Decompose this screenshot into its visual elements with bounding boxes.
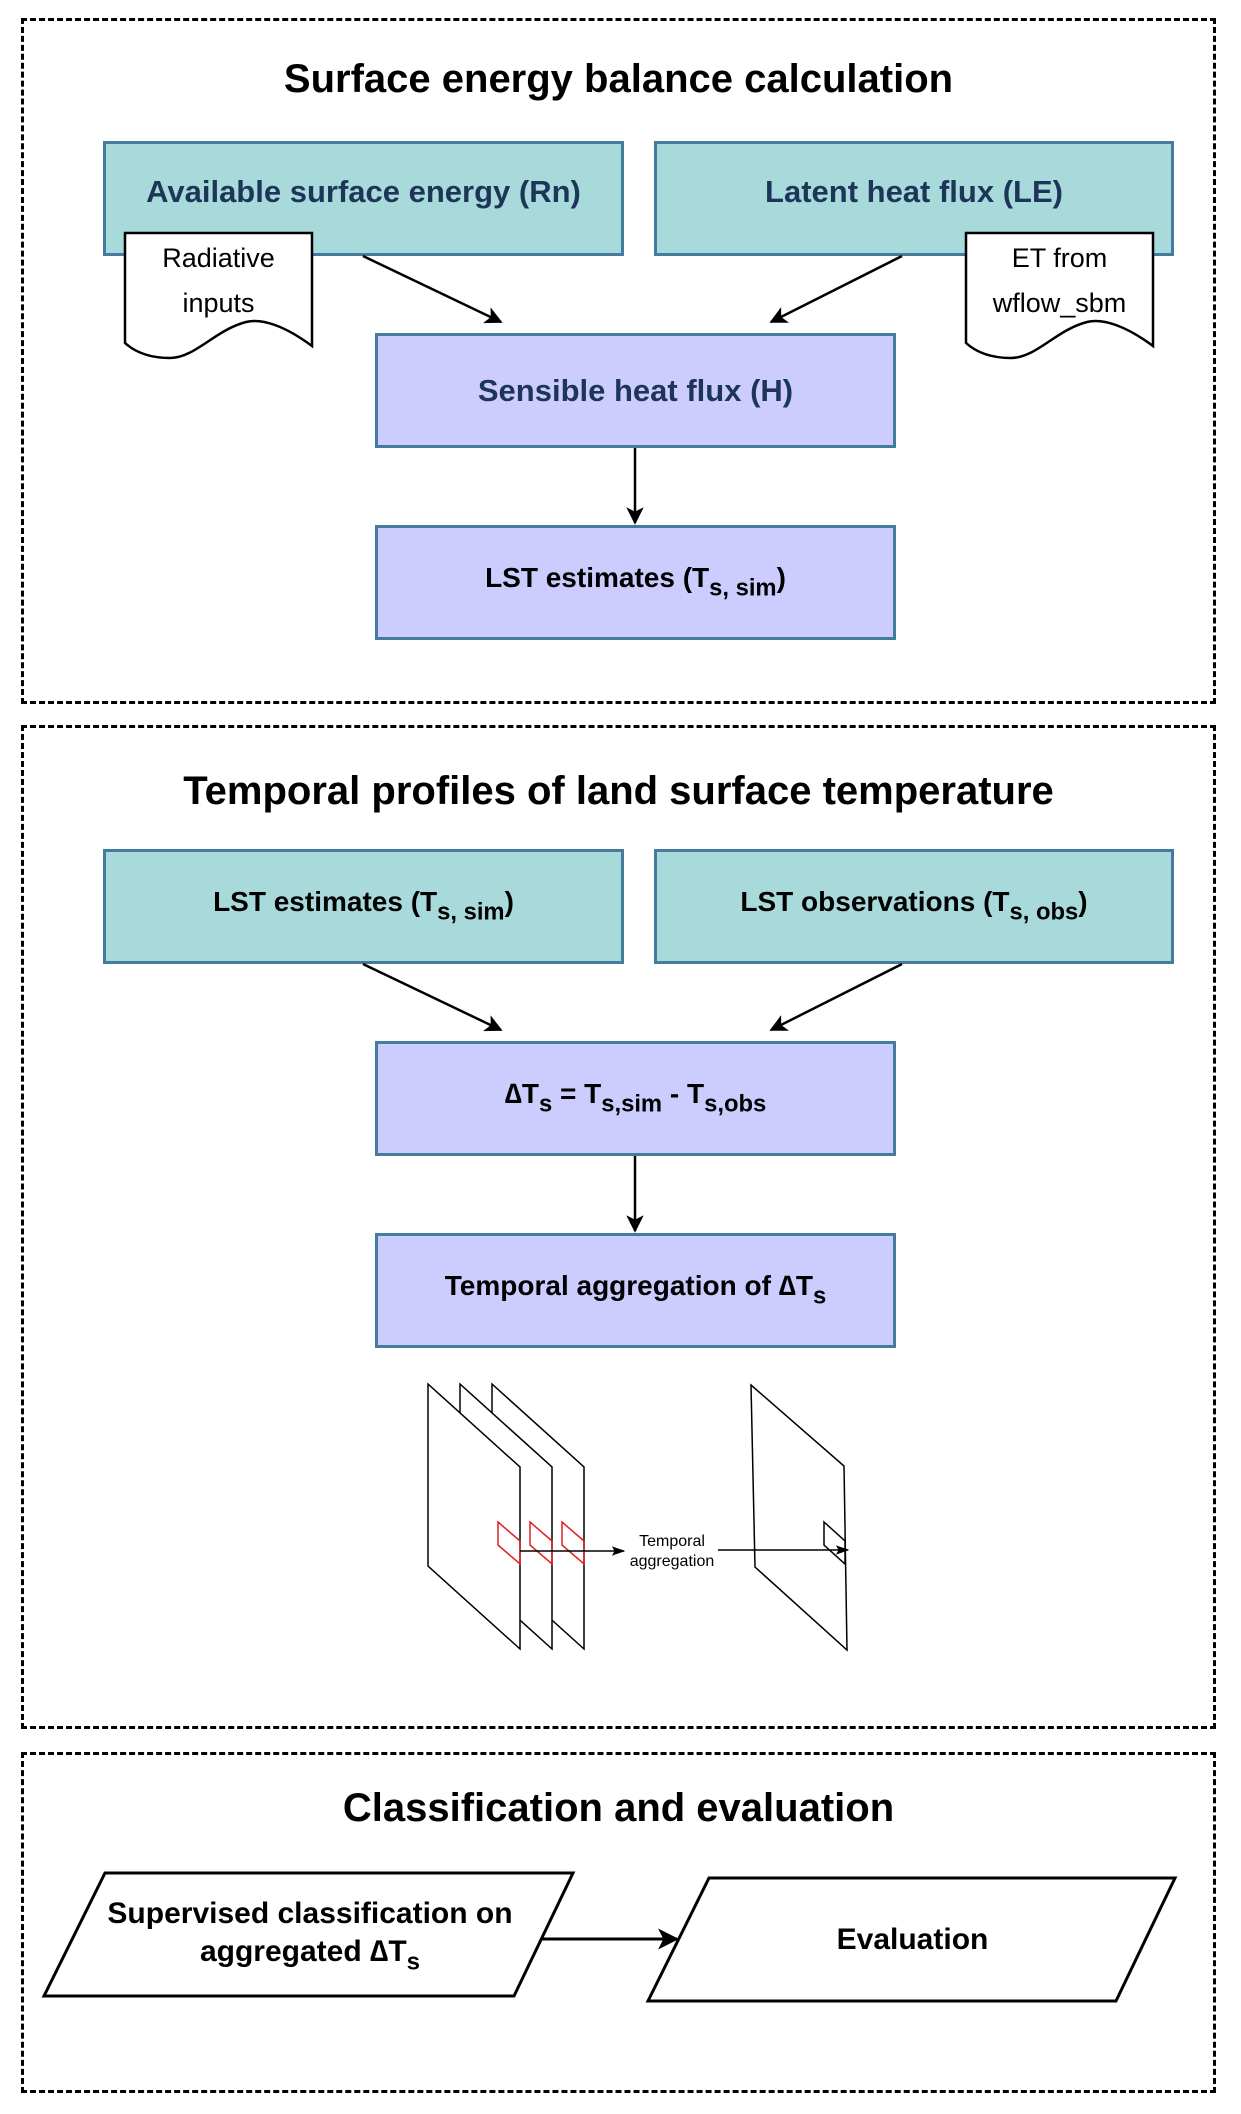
box-label: LST observations (Ts, obs) (740, 886, 1087, 926)
temporal-aggregation-box: Temporal aggregation of ∆Ts (375, 1233, 896, 1348)
doc-line: ET from (1011, 243, 1108, 273)
time-series-layer-stack (427, 1382, 585, 1651)
pixel-highlight (561, 1520, 585, 1566)
section-classification-evaluation: Classification and evaluation (21, 1752, 1216, 2093)
box-label: LST estimates (Ts, sim) (213, 886, 514, 926)
formula-subscript: s,obs (704, 1090, 767, 1118)
evaluation-label: Evaluation (680, 1921, 1145, 1959)
temporal-aggregation-caption: Temporal aggregation (622, 1532, 722, 1572)
aggregated-layer (750, 1383, 848, 1652)
lst-estimates-box: LST estimates (Ts, sim) (375, 525, 896, 640)
box-label: LST estimates (Ts, sim) (485, 562, 786, 602)
sensible-heat-flux-box: Sensible heat flux (H) (375, 333, 896, 448)
label-close: ) (776, 562, 786, 594)
label-main: Temporal aggregation of ∆T (444, 1270, 813, 1302)
arrow-lst-obs-to-delta (769, 962, 903, 1032)
formula-part: - T (662, 1078, 705, 1110)
doc-line: wflow_sbm (992, 288, 1127, 318)
label-close: ) (1078, 886, 1088, 918)
classification-parallelogram (41, 1871, 576, 1998)
section-title: Temporal profiles of land surface temper… (183, 769, 1054, 813)
et-wflow-label: ET from wflow_sbm (966, 236, 1153, 326)
arrow-rn-to-h (362, 254, 503, 324)
label-main: LST estimates (T (213, 886, 438, 918)
box-label: Temporal aggregation of ∆Ts (445, 1270, 826, 1310)
aggregated-pixel (823, 1520, 846, 1566)
label-subscript: s (406, 1948, 421, 1976)
section-temporal-profiles: Temporal profiles of land surface temper… (21, 725, 1216, 1729)
doc-line: Radiative (162, 243, 275, 273)
box-label: Sensible heat flux (H) (477, 372, 794, 408)
arrow-le-to-h (769, 254, 903, 324)
arrow-lst-est-to-delta (362, 962, 503, 1032)
formula-part: = T (552, 1078, 602, 1110)
caption-line: aggregation (629, 1553, 715, 1570)
label-subscript: s, obs (1009, 898, 1079, 926)
delta-ts-box: ∆Ts = Ts,sim - Ts,obs (375, 1041, 896, 1156)
section-title: Surface energy balance calculation (283, 57, 954, 101)
label-main: Evaluation (836, 1923, 989, 1956)
aggregated-plane (750, 1383, 848, 1652)
evaluation-parallelogram (645, 1876, 1178, 2003)
box-label: ∆Ts = Ts,sim - Ts,obs (505, 1078, 767, 1118)
doc-line: inputs (182, 288, 255, 318)
label-subscript: s (812, 1282, 827, 1310)
classification-label: Supervised classification on aggregated … (80, 1895, 540, 1981)
caption-line: Temporal (639, 1533, 705, 1550)
label-line: Supervised classification on (107, 1897, 513, 1930)
layer-plane-1 (427, 1382, 521, 1651)
label-line: aggregated ∆Ts (80, 1933, 540, 1981)
box-label: Latent heat flux (LE) (765, 173, 1063, 209)
section-title: Classification and evaluation (342, 1786, 895, 1830)
formula-part: ∆T (504, 1078, 539, 1110)
label-subscript: s, sim (709, 574, 777, 602)
pixel-highlight (529, 1520, 553, 1566)
et-wflow-document-icon (964, 231, 1155, 360)
label-main: LST estimates (T (485, 562, 710, 594)
section-surface-energy-balance: Surface energy balance calculation (21, 18, 1216, 704)
lst-estimates-input-box: LST estimates (Ts, sim) (103, 849, 624, 964)
label-close: ) (504, 886, 514, 918)
label-main: aggregated ∆T (199, 1935, 407, 1968)
formula-subscript: s,sim (601, 1090, 663, 1118)
label-main: LST observations (T (740, 886, 1010, 918)
label-subscript: s, sim (437, 898, 505, 926)
pixel-highlight (497, 1520, 521, 1566)
formula-subscript: s (538, 1090, 553, 1118)
radiative-inputs-document-icon (123, 231, 314, 360)
box-label: Available surface energy (Rn) (146, 173, 581, 209)
lst-observations-box: LST observations (Ts, obs) (654, 849, 1174, 964)
pixel-highlights (497, 1520, 585, 1566)
radiative-inputs-label: Radiative inputs (125, 236, 312, 326)
